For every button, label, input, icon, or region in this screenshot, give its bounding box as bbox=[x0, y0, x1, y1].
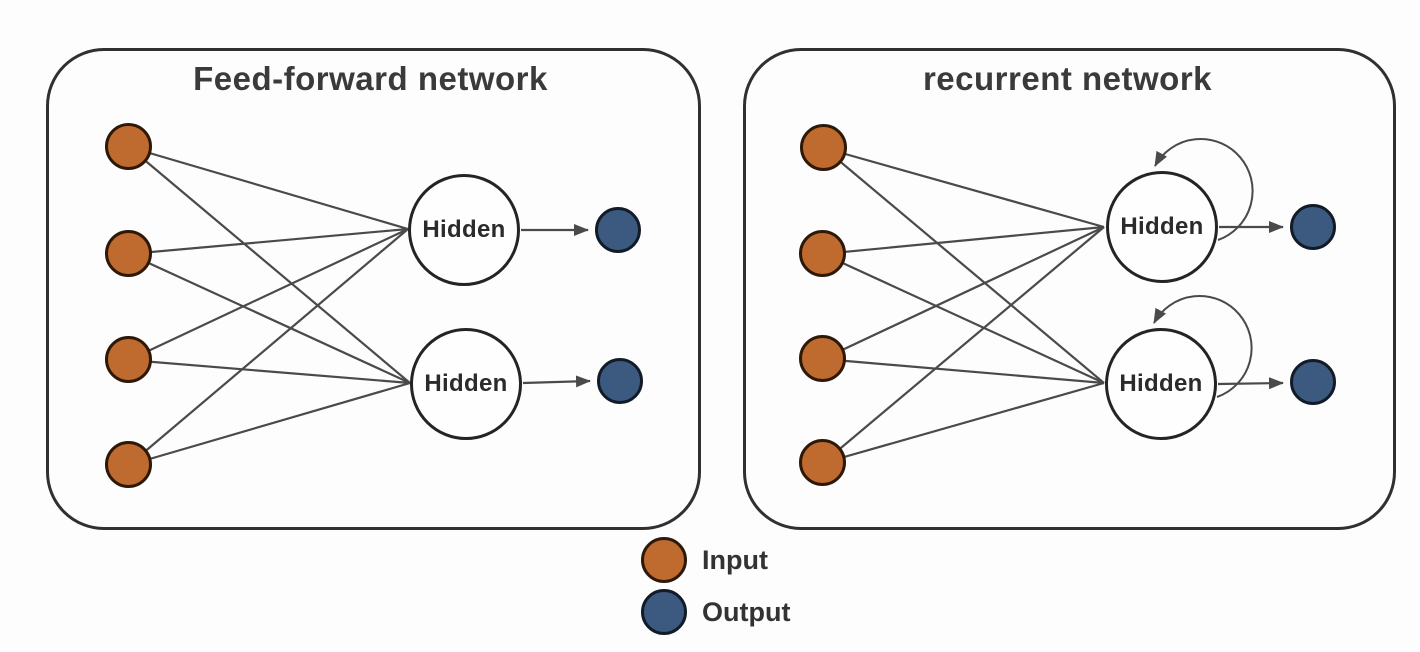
feed-forward-panel-frame bbox=[46, 48, 701, 530]
feed-forward-hidden-node-2: Hidden bbox=[410, 328, 522, 440]
recurrent-output-node-1 bbox=[1290, 204, 1336, 250]
legend-label-input: Input bbox=[702, 544, 768, 575]
recurrent-panel-title: recurrent network bbox=[922, 60, 1213, 97]
legend: Input Output bbox=[641, 537, 790, 635]
recurrent-hidden-to-output-arrows bbox=[1217, 221, 1284, 390]
recurrent-input-node-1 bbox=[800, 124, 847, 171]
feed-forward-input-node-3 bbox=[105, 336, 152, 383]
feed-forward-input-node-2 bbox=[105, 230, 152, 277]
feed-forward-input-node-1 bbox=[105, 123, 152, 170]
feed-forward-input-node-4 bbox=[105, 441, 152, 488]
recurrent-hidden-node-2: Hidden bbox=[1105, 328, 1217, 440]
legend-item-output: Output bbox=[641, 589, 790, 635]
recurrent-input-node-2 bbox=[799, 230, 846, 277]
hidden-node-label: Hidden bbox=[1120, 213, 1204, 240]
recurrent-input-node-3 bbox=[799, 335, 846, 382]
feed-forward-output-node-2 bbox=[597, 358, 643, 404]
input-node-swatch-icon bbox=[641, 537, 687, 583]
hidden-node-label: Hidden bbox=[422, 216, 506, 243]
recurrent-input-node-4 bbox=[799, 439, 846, 486]
legend-item-input: Input bbox=[641, 537, 790, 583]
feed-forward-hidden-to-output-arrows bbox=[521, 224, 591, 388]
feed-forward-input-to-hidden-edges bbox=[128, 145, 411, 467]
legend-label-output: Output bbox=[702, 596, 791, 627]
hidden-node-label: Hidden bbox=[1119, 370, 1203, 397]
feed-forward-output-node-1 bbox=[595, 207, 641, 253]
recurrent-hidden-node-1: Hidden bbox=[1106, 171, 1218, 283]
feed-forward-panel-title: Feed-forward network bbox=[193, 60, 548, 97]
hidden-node-label: Hidden bbox=[424, 370, 508, 397]
recurrent-output-node-2 bbox=[1290, 359, 1336, 405]
feed-forward-hidden-node-1: Hidden bbox=[408, 174, 520, 286]
recurrent-panel-frame bbox=[743, 48, 1396, 530]
recurrent-input-to-hidden-edges bbox=[822, 146, 1105, 465]
output-node-swatch-icon bbox=[641, 589, 687, 635]
recurrent-self-loop-arrows bbox=[1153, 138, 1254, 398]
